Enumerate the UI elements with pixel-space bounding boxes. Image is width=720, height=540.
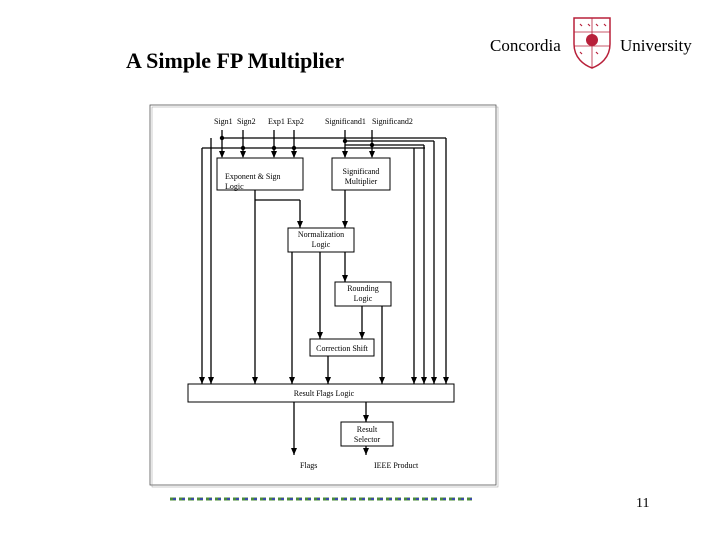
svg-text:Logic: Logic — [225, 182, 244, 191]
svg-text:Normalization: Normalization — [298, 230, 344, 239]
arrowheads — [199, 151, 449, 455]
svg-text:Correction Shift: Correction Shift — [316, 344, 369, 353]
slide-title: A Simple FP Multiplier — [126, 48, 345, 73]
block-result-selector: Result Selector — [340, 421, 394, 447]
svg-text:Rounding: Rounding — [347, 284, 379, 293]
block-sig-mult: Significand Multiplier — [331, 157, 391, 191]
block-result-flags: Result Flags Logic — [187, 383, 455, 403]
page-number: 11 — [636, 496, 650, 511]
svg-text:Result: Result — [357, 425, 378, 434]
junction-dots — [219, 135, 375, 151]
input-sign2: Sign2 — [237, 117, 256, 126]
diagram-frame-shadow — [151, 106, 499, 488]
block-normalization: Normalization Logic — [287, 227, 355, 253]
block-exp-sign: Exponent & Sign Logic — [216, 157, 304, 191]
svg-text:Logic: Logic — [354, 294, 373, 303]
output-flags: Flags — [300, 461, 317, 470]
block-correction-shift: Correction Shift — [309, 338, 375, 357]
concordia-label: Concordia — [490, 36, 561, 55]
wires — [201, 130, 447, 455]
input-exp1: Exp1 — [268, 117, 285, 126]
input-exp2: Exp2 — [287, 117, 304, 126]
block-rounding: Rounding Logic — [334, 281, 392, 307]
input-significand2: Significand2 — [372, 117, 413, 126]
svg-text:Exponent & Sign: Exponent & Sign — [225, 172, 281, 181]
input-labels: Sign1 Sign2 Exp1 Exp2 Significand1 Signi… — [214, 117, 413, 126]
input-significand1: Significand1 — [325, 117, 366, 126]
svg-text:Significand: Significand — [343, 167, 380, 176]
input-sign1: Sign1 — [214, 117, 233, 126]
svg-text:Result Flags Logic: Result Flags Logic — [294, 389, 355, 398]
university-crest-icon — [573, 17, 611, 69]
svg-text:Selector: Selector — [354, 435, 381, 444]
diagram-frame — [149, 104, 497, 486]
svg-text:Multiplier: Multiplier — [345, 177, 378, 186]
university-label: University — [620, 36, 692, 55]
output-ieee-product: IEEE Product — [374, 461, 419, 470]
svg-text:Logic: Logic — [312, 240, 331, 249]
